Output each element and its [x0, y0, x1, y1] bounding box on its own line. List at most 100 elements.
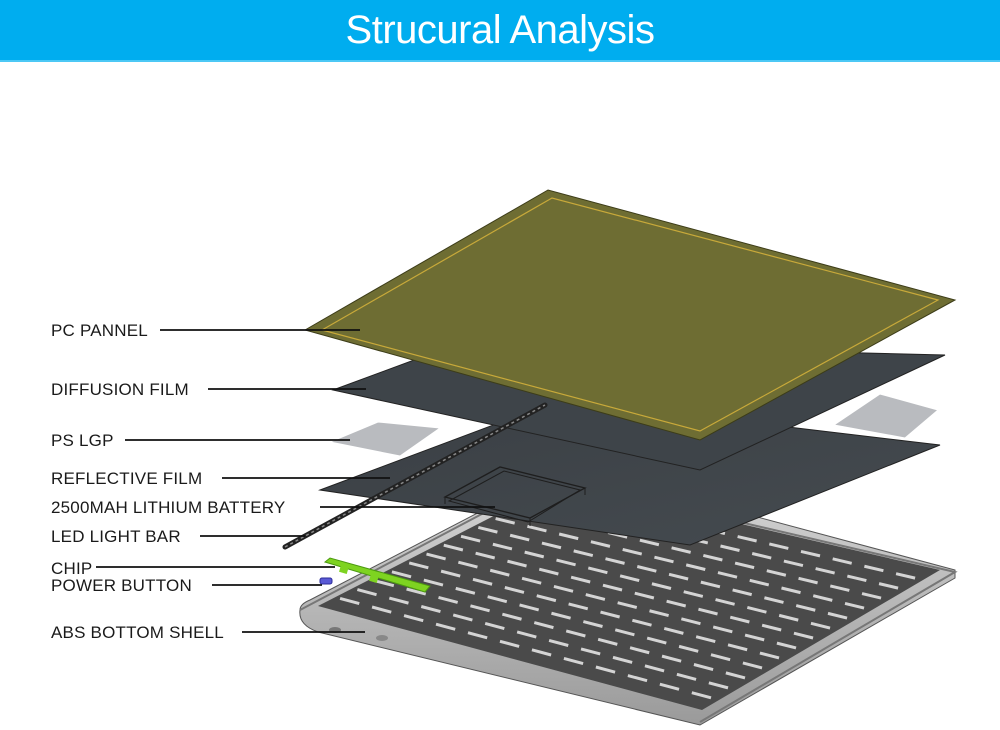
label-led-light-bar: LED LIGHT BAR [51, 527, 181, 546]
shell-rib [693, 663, 714, 671]
shell-rib [551, 611, 571, 620]
leader-lines [96, 329, 495, 633]
shell-rib [519, 603, 540, 612]
shell-rib [761, 623, 782, 632]
shell-rib [781, 586, 801, 595]
shell-rib [678, 644, 699, 653]
shell-rib [533, 621, 554, 630]
shell-rib [541, 541, 562, 550]
shell-rib [619, 574, 640, 583]
shell-rib [795, 604, 816, 612]
shell-rib [472, 577, 493, 586]
shell-rib [568, 602, 589, 611]
led-light-bar-part [282, 402, 548, 550]
shell-rib [759, 651, 780, 660]
shell-rib [729, 615, 750, 624]
label-chip: CHIP [51, 559, 93, 578]
shell-rib [793, 631, 814, 640]
label-ps-lgp: PS LGP [51, 431, 114, 450]
shell-rib [783, 559, 804, 568]
shell-rib [391, 570, 412, 579]
shell-rib [844, 601, 865, 610]
shell-rib [776, 641, 797, 650]
shell-rib [812, 594, 833, 602]
shell-rib [864, 564, 884, 573]
shell-rib [627, 674, 648, 683]
shell-rib [536, 594, 557, 603]
shell-rib [878, 582, 899, 590]
shell-rib [815, 567, 835, 575]
shell-rib [573, 549, 594, 558]
shell-rib [800, 549, 821, 558]
shell-rib [374, 579, 395, 588]
shell-rib [467, 631, 488, 640]
chip-part [323, 557, 431, 593]
shell-rib [356, 588, 377, 597]
shell-rib [426, 552, 446, 561]
shell-rib [388, 596, 409, 605]
shell-rib [371, 605, 392, 614]
shell-rib [683, 590, 704, 598]
shell-rib [698, 607, 718, 616]
label-pc-pannel: PC PANNEL [51, 321, 148, 340]
shell-rib [524, 550, 545, 559]
shell-rib [737, 535, 757, 543]
shell-rib [406, 587, 427, 596]
shell-rib [622, 547, 643, 556]
shell-rib [570, 575, 591, 584]
shell-rib [504, 586, 525, 594]
shell-rib [668, 572, 689, 581]
ps-lgp-left [328, 421, 442, 457]
shell-rib [507, 559, 527, 568]
shell-ribs [339, 490, 916, 700]
shell-rib [778, 613, 799, 622]
switch-port [376, 635, 388, 641]
shell-rib [832, 557, 853, 565]
shell-rib [810, 621, 831, 630]
shell-rib [695, 635, 716, 644]
shell-rib [565, 629, 586, 638]
shell-rib [636, 565, 657, 573]
shell-rib [691, 691, 712, 700]
shell-rib [659, 682, 680, 691]
shell-rib [766, 569, 787, 577]
shell-rib [612, 655, 633, 664]
shell-rib [475, 551, 496, 560]
shell-rib [717, 571, 738, 579]
shell-rib [585, 593, 606, 601]
shell-rib [614, 628, 635, 637]
shell-rib [457, 560, 478, 569]
page-title: Strucural Analysis [345, 7, 655, 52]
shell-rib [527, 524, 547, 533]
abs-bottom-shell-part [299, 469, 958, 726]
pc-pannel-part [303, 189, 957, 441]
shell-rib [671, 546, 691, 554]
shell-rib [521, 576, 542, 585]
shell-rib [435, 622, 456, 631]
shell-rib [829, 584, 850, 592]
shell-rib [663, 627, 684, 635]
shell-rib [531, 648, 552, 657]
shell-rib [452, 613, 473, 622]
shell-rib [408, 561, 429, 570]
shell-rib [632, 618, 652, 627]
shell-rib [651, 582, 672, 590]
shell-rib [489, 568, 510, 577]
label-diffusion-film: DIFFUSION FILM [51, 380, 189, 399]
shell-rib [438, 595, 459, 604]
shell-rib [749, 578, 770, 587]
shell-rib [580, 647, 601, 656]
shell-rib [455, 586, 476, 595]
shell-rib [492, 542, 513, 551]
label-reflective-film: REFLECTIVE FILM [51, 469, 203, 488]
shell-rim [299, 476, 958, 723]
shell-rib [676, 672, 697, 681]
shell-rib [423, 578, 444, 587]
shell-rib [720, 544, 740, 552]
shell-rib [639, 538, 660, 547]
shell-rib [725, 671, 746, 680]
shell-rib [895, 572, 916, 580]
shell-rib [846, 574, 867, 583]
shell-rib [443, 543, 464, 552]
shell-rib [477, 526, 498, 534]
